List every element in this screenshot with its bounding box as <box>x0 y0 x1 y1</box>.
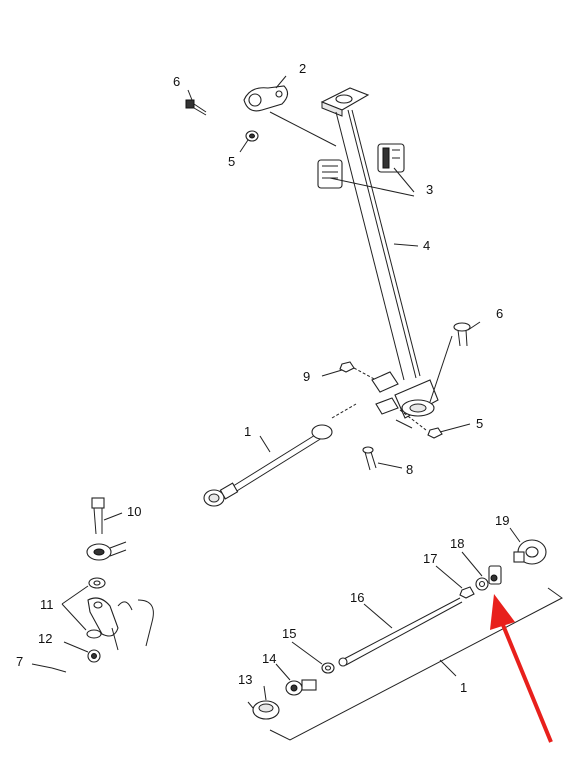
steering-column-tube <box>335 109 421 381</box>
callout-7: 7 <box>16 654 23 669</box>
nut-12 <box>87 649 101 663</box>
rod-16 <box>338 597 463 667</box>
bolt-10 <box>91 497 105 535</box>
callout-2: 2 <box>299 61 306 76</box>
callout-16: 16 <box>350 590 364 605</box>
callout-3: 3 <box>426 182 433 197</box>
tie-rod-upper <box>203 424 333 507</box>
washer-11a <box>88 577 106 589</box>
nut-lower <box>427 427 443 439</box>
callout-11: 11 <box>40 597 54 612</box>
alignment-lines <box>331 367 427 431</box>
cotter-pin-7 <box>51 667 67 673</box>
callout-4: 4 <box>423 238 430 253</box>
callout-labels: 6 2 5 3 4 6 9 5 1 8 10 11 12 7 13 14 15 … <box>16 61 509 695</box>
top-flange-plate <box>320 87 370 117</box>
nut-9 <box>339 361 355 373</box>
tie-rod-exploded <box>247 539 563 741</box>
callout-1-upper: 1 <box>244 424 251 439</box>
nut-15 <box>321 662 335 674</box>
callout-8: 8 <box>406 462 413 477</box>
callout-13: 13 <box>238 672 252 687</box>
nut-17 <box>459 586 475 599</box>
bracket-link <box>87 597 154 651</box>
callout-14: 14 <box>262 651 276 666</box>
washer-11b <box>86 629 102 639</box>
callout-5-lower: 5 <box>476 416 483 431</box>
callout-15: 15 <box>282 626 296 641</box>
callout-10: 10 <box>127 504 141 519</box>
callout-6-right: 6 <box>496 306 503 321</box>
callout-19: 19 <box>495 513 509 528</box>
bushing-right <box>377 143 405 173</box>
rod-end-10 <box>86 541 127 561</box>
callout-9: 9 <box>303 369 310 384</box>
highlight-arrow <box>490 594 553 743</box>
linkage-detail <box>51 497 154 673</box>
nut-top <box>245 130 259 142</box>
bolt-top <box>185 99 207 116</box>
bolt-right <box>453 322 471 347</box>
bolt-8 <box>362 446 377 471</box>
leader-lines <box>31 75 521 701</box>
callout-17: 17 <box>423 551 437 566</box>
callout-12: 12 <box>38 631 52 646</box>
rod-end-13 <box>247 700 280 720</box>
rod-end-19 <box>513 539 547 565</box>
column-base <box>371 371 439 429</box>
column-clamp <box>243 85 289 112</box>
ball-joint-14 <box>285 679 317 696</box>
callout-6-top: 6 <box>173 74 180 89</box>
steering-post-assembly <box>185 85 471 507</box>
bushing-left <box>317 159 343 189</box>
bushing-18 <box>475 565 502 591</box>
callout-18: 18 <box>450 536 464 551</box>
callout-5-top: 5 <box>228 154 235 169</box>
callout-1-lower: 1 <box>460 680 467 695</box>
